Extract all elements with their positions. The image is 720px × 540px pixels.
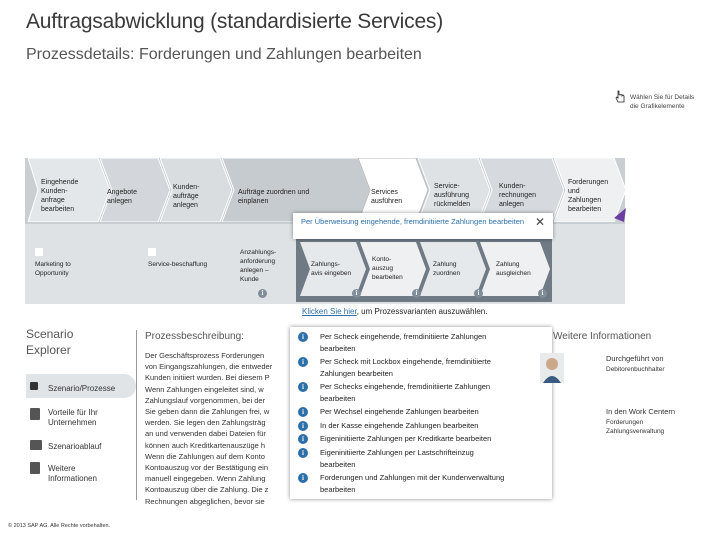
hint-text: Wählen Sie für Details die Grafikelement… — [630, 94, 695, 110]
document-icon — [30, 408, 40, 420]
info-icon[interactable]: i — [298, 332, 308, 342]
step-serviceausfuehrung-rueckmelden[interactable] — [418, 158, 490, 222]
variants-popup: i Per Scheck eingehende, fremdinitiierte … — [290, 327, 552, 499]
close-icon[interactable]: ✕ — [534, 215, 545, 229]
explorer-item-active[interactable] — [26, 374, 136, 398]
explorer-item-szenario[interactable]: Szenario/Prozesse — [48, 384, 116, 393]
info-icon[interactable]: i — [258, 289, 267, 298]
step-zahlung-zuordnen[interactable] — [420, 242, 486, 296]
description-line: Rechnungen abgeglichen, bevor sie — [145, 496, 265, 506]
info-icon[interactable]: i — [298, 420, 308, 431]
description-line: können auch Kreditkartenauszüge h — [145, 440, 266, 450]
info-icon[interactable]: i — [538, 289, 547, 298]
description-line: manuell eingegeben. Wenn Zahlung — [145, 474, 266, 484]
variant-link[interactable]: Klicken Sie hier, um Prozessvarianten au… — [300, 306, 490, 317]
avatar — [540, 353, 564, 383]
description-line: werden. Sie legen den Zahlungsträg — [145, 418, 266, 428]
step-services-ausfuehren[interactable] — [358, 158, 428, 222]
marketing-label[interactable]: Marketing to Opportunity — [35, 261, 71, 277]
description-line: Kontoauszug über die Zahlung. Die z — [145, 485, 269, 495]
description-line: Kontoauszug vor der Bestätigung ein — [145, 463, 268, 473]
variant-item[interactable]: Eigeninitiierte Zahlungen per Lastschrif… — [320, 447, 474, 469]
description-line: Sie geben dann die Zahlungen frei, w — [145, 407, 270, 417]
variant-item[interactable]: Per Scheck eingehende, fremdinitiierte Z… — [320, 332, 487, 353]
process-description-text: Der Geschäftsprozess Forderungen von Eing… — [145, 350, 295, 507]
anzahlung-box[interactable] — [228, 232, 296, 298]
performed-by-value: Debitorenbuchhalter — [606, 366, 665, 373]
info-icon[interactable]: i — [352, 289, 361, 298]
pointer-hand-icon — [614, 90, 626, 104]
page-subtitle: Prozessdetails: Forderungen und Zahlunge… — [26, 46, 422, 63]
variant-item[interactable]: Eigeninitiierte Zahlungen per Kreditkart… — [320, 434, 492, 443]
zahlungsavis-label: Zahlungs-avis eingeben — [311, 261, 352, 277]
step-forderungen-zahlungen[interactable] — [554, 158, 626, 222]
page-title: Auftragsabwicklung (standardisierte Serv… — [26, 10, 444, 33]
service-label[interactable]: Service-beschaffung — [148, 261, 208, 268]
variant-item[interactable]: Per Wechsel eingehende Zahlungen bearbei… — [320, 407, 479, 416]
step-kundenrechnungen-anlegen[interactable] — [480, 158, 564, 222]
info-icon[interactable]: i — [298, 447, 308, 458]
description-line: von Eingangszahlungen, die entweder — [145, 362, 273, 372]
explorer-item-ablauf[interactable]: Szenarioablauf — [48, 442, 102, 451]
work-center-label: In den Work Centern — [606, 407, 676, 416]
document-icon — [30, 462, 40, 474]
variant-item[interactable]: In der Kasse eingehende Zahlungen bearbe… — [320, 420, 479, 430]
divider — [136, 330, 137, 500]
step-eingehende-kundenanfrage[interactable] — [28, 158, 110, 222]
step-zahlung-ausgleichen[interactable] — [480, 242, 550, 296]
info-icon[interactable]: i — [412, 289, 421, 298]
info-icon[interactable]: i — [298, 382, 308, 392]
step-auftraege-zuordnen[interactable] — [222, 158, 370, 222]
variant-item[interactable]: Per Schecks eingehende, fremdinitiierte … — [320, 382, 491, 403]
step-zahlungsavis[interactable] — [300, 242, 366, 296]
description-line: Wenn die Zahlungen auf dem Konto — [145, 451, 265, 461]
info-icon[interactable]: i — [298, 407, 308, 417]
process-description-heading: Prozessbeschreibung: — [145, 331, 244, 342]
variant-tooltip: Per Überweisung eingehende, fremdinitiie… — [293, 213, 553, 239]
process-icon — [30, 382, 38, 390]
step-kontoauszug[interactable] — [360, 242, 426, 296]
link-icon[interactable] — [148, 248, 156, 256]
description-line: Zahlungslauf vorgenommen, bei der — [145, 395, 266, 405]
monitor-icon — [30, 440, 42, 450]
variant-item[interactable]: Forderungen und Zahlungen mit der Kunden… — [320, 472, 505, 494]
copyright: © 2013 SAP AG. Alle Rechte vorbehalten. — [8, 523, 111, 529]
performed-by-label: Durchgeführt von — [606, 354, 664, 363]
description-line: an und verwenden dabei Dateien für — [145, 429, 266, 439]
info-icon[interactable]: i — [298, 434, 308, 444]
info-icon[interactable]: i — [298, 472, 308, 483]
more-info-heading: Weitere Informationen — [553, 331, 652, 342]
description-line: Kunden initiiert wurden. Bei diesem P — [145, 373, 270, 383]
description-line: Wenn Zahlungen eingeleitet sind, w — [145, 384, 264, 394]
step-kundenauftraege-anlegen[interactable] — [160, 158, 232, 222]
description-line: Der Geschäftsprozess Forderungen — [145, 351, 265, 360]
info-icon[interactable]: i — [298, 357, 308, 367]
link-icon[interactable] — [35, 248, 43, 256]
step-angebote-anlegen[interactable] — [100, 158, 170, 222]
variant-item[interactable]: Per Scheck mit Lockbox eingehende, fremd… — [320, 357, 491, 378]
info-icon[interactable]: i — [474, 289, 483, 298]
